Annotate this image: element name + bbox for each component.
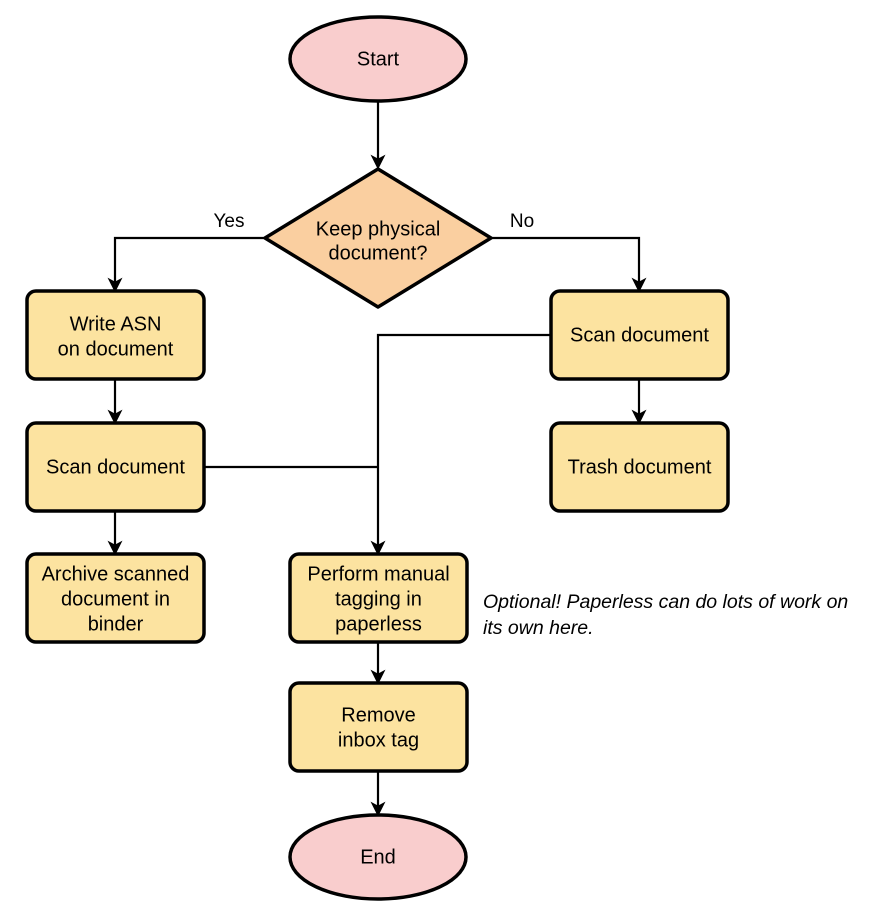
write-asn-label-line2: on document: [58, 338, 174, 360]
decision-diamond-shape: [263, 167, 493, 309]
write-asn-box-shape: [25, 289, 206, 381]
manual-tagging-label-line2: tagging in: [335, 588, 422, 610]
edge-label-layer: Yes No: [214, 211, 535, 232]
trash-document-label: Trash document: [568, 456, 712, 478]
scan-document-right-label: Scan document: [570, 324, 709, 346]
decision-label-line2: document?: [329, 242, 428, 264]
start-ellipse-shape: [288, 15, 468, 103]
node-start[interactable]: Start: [288, 15, 468, 103]
node-write-asn[interactable]: Write ASN on document: [25, 289, 206, 381]
archive-binder-label-line3: binder: [88, 613, 144, 635]
archive-binder-label-line1: Archive scanned: [42, 563, 190, 585]
edge-decision-yes-to-write-asn: [107, 236, 265, 293]
edge-label-yes: Yes: [214, 211, 245, 232]
edge-layer: [107, 101, 647, 817]
archive-binder-box-shape: [25, 552, 206, 644]
node-decision-keep-physical-document[interactable]: Keep physical document?: [263, 167, 493, 309]
remove-inbox-tag-label-line1: Remove: [341, 704, 415, 726]
node-remove-inbox-tag[interactable]: Remove inbox tag: [288, 681, 469, 773]
trash-document-box-shape: [549, 421, 730, 513]
scan-document-right-box-shape: [549, 289, 730, 381]
node-archive-binder[interactable]: Archive scanned document in binder: [25, 552, 206, 644]
end-label: End: [360, 846, 396, 868]
archive-binder-label-line2: document in: [61, 588, 170, 610]
scan-document-left-box-shape: [25, 421, 206, 513]
manual-tagging-label-line1: Perform manual: [307, 563, 449, 585]
node-manual-tagging[interactable]: Perform manual tagging in paperless: [288, 552, 469, 644]
remove-inbox-tag-box-shape: [288, 681, 469, 773]
edge-scan-right-to-manual-tagging: [370, 333, 551, 556]
scan-document-left-label: Scan document: [46, 456, 185, 478]
manual-tagging-label-line3: paperless: [335, 613, 422, 635]
decision-label-line1: Keep physical: [316, 218, 441, 240]
edge-decision-no-to-scan-right: [491, 236, 647, 293]
manual-tagging-box-shape: [288, 552, 469, 644]
end-ellipse-shape: [288, 813, 468, 901]
node-trash-document[interactable]: Trash document: [549, 421, 730, 513]
start-label: Start: [357, 48, 400, 70]
remove-inbox-tag-label-line2: inbox tag: [338, 729, 419, 751]
edge-label-no: No: [510, 211, 534, 232]
node-end[interactable]: End: [288, 813, 468, 901]
annotation-layer: Optional! Paperless can do lots of work …: [483, 591, 848, 639]
node-scan-document-left[interactable]: Scan document: [25, 421, 206, 513]
optional-note-line1: Optional! Paperless can do lots of work …: [483, 591, 848, 613]
optional-note-line2: its own here.: [483, 617, 594, 639]
node-layer: Start Keep physical document? Write ASN …: [25, 15, 730, 901]
node-scan-document-right[interactable]: Scan document: [549, 289, 730, 381]
write-asn-label-line1: Write ASN: [70, 313, 162, 335]
